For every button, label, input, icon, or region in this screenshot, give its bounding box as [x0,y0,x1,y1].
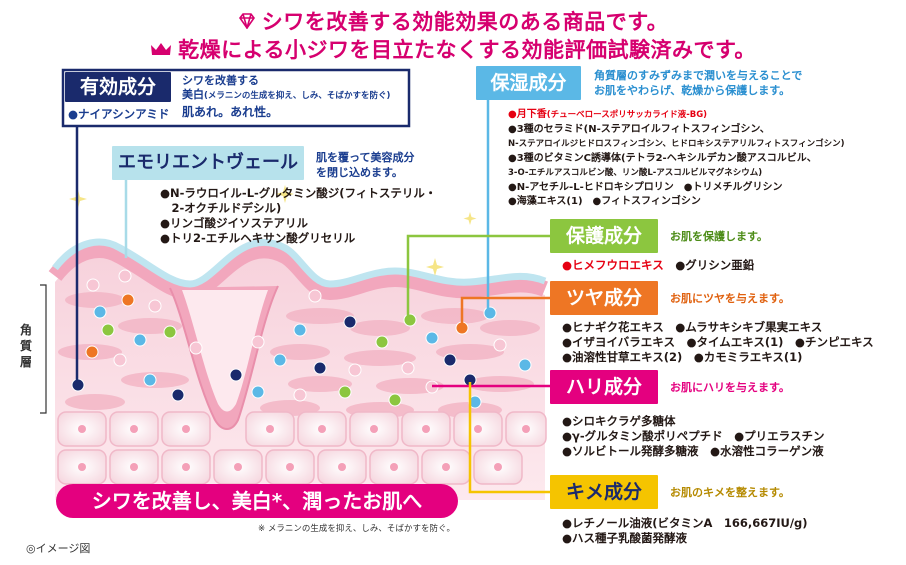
horny-layer-label: 角質層 [20,323,33,369]
headline-line1: シワを改善する効能効果のある商品です。 [0,6,906,36]
hoshitsu-label: 保湿成分 [476,66,581,100]
hari-desc: お肌にハリを与えます。 [670,381,790,394]
connector-lines [75,100,550,494]
kime-items: ●レチノール油液(ビタミンA 166,667IU/g) ●ハス種子乳酸菌発酵液 [562,516,808,545]
headline-line2: 乾燥による小ジワを目立たなくする効能評価試験済みです。 [0,34,906,64]
hogo-items: ●ヒメフウロエキス ●グリシン亜鉛 [562,258,755,272]
yuko-desc: シワを改善する 美白(メラニンの生成を抑え、しみ、そばかすを防ぐ) 肌あれ。あれ… [182,74,391,119]
kime-desc: お肌のキメを整えます。 [670,486,790,499]
emollient-label: エモリエントヴェール [112,146,304,180]
yuko-ingredient: ●ナイアシンアミド [68,107,170,121]
footnote: ※ メラニンの生成を抑え、しみ、そばかすを防ぐ。 [258,524,455,534]
main-banner: シワを改善し、美白*、潤ったお肌へ [56,484,458,518]
hoshitsu-desc: 角質層のすみずみまで潤いを与えることで お肌をやわらげ、乾燥から保護します。 [594,69,803,97]
emollient-items: ●N-ラウロイル-L-グルタミン酸ジ(フィトステリル・ 2-オクチルドデシル) … [160,186,437,245]
ingredient-balls [71,269,532,409]
tsuya-desc: お肌にツヤを与えます。 [670,292,790,305]
kime-label: キメ成分 [550,475,658,509]
diamond-icon [238,10,256,34]
tsuya-items: ●ヒナギク花エキス ●ムラサキシキブ果実エキス ●イザヨイバラエキス ●タイムエ… [562,320,874,364]
hari-items: ●シロキクラゲ多糖体 ●γ-グルタミン酸ポリペプチド ●プリエラスチン ●ソルビ… [562,414,825,458]
hoshitsu-items: ●月下香(チューベロースポリサッカライド液-BG) ●3種のセラミド(N-ステア… [508,109,845,207]
hari-label: ハリ成分 [550,370,658,404]
hogo-desc: お肌を保護します。 [670,230,768,243]
crown-icon [150,38,172,62]
image-note: ◎イメージ図 [26,542,91,555]
emollient-desc: 肌を覆って美容成分 を閉じ込めます。 [316,151,415,179]
horny-layer-bracket [40,284,47,414]
tsuya-label: ツヤ成分 [550,281,658,315]
yuko-label: 有効成分 [65,72,171,102]
hogo-label: 保護成分 [550,219,658,253]
